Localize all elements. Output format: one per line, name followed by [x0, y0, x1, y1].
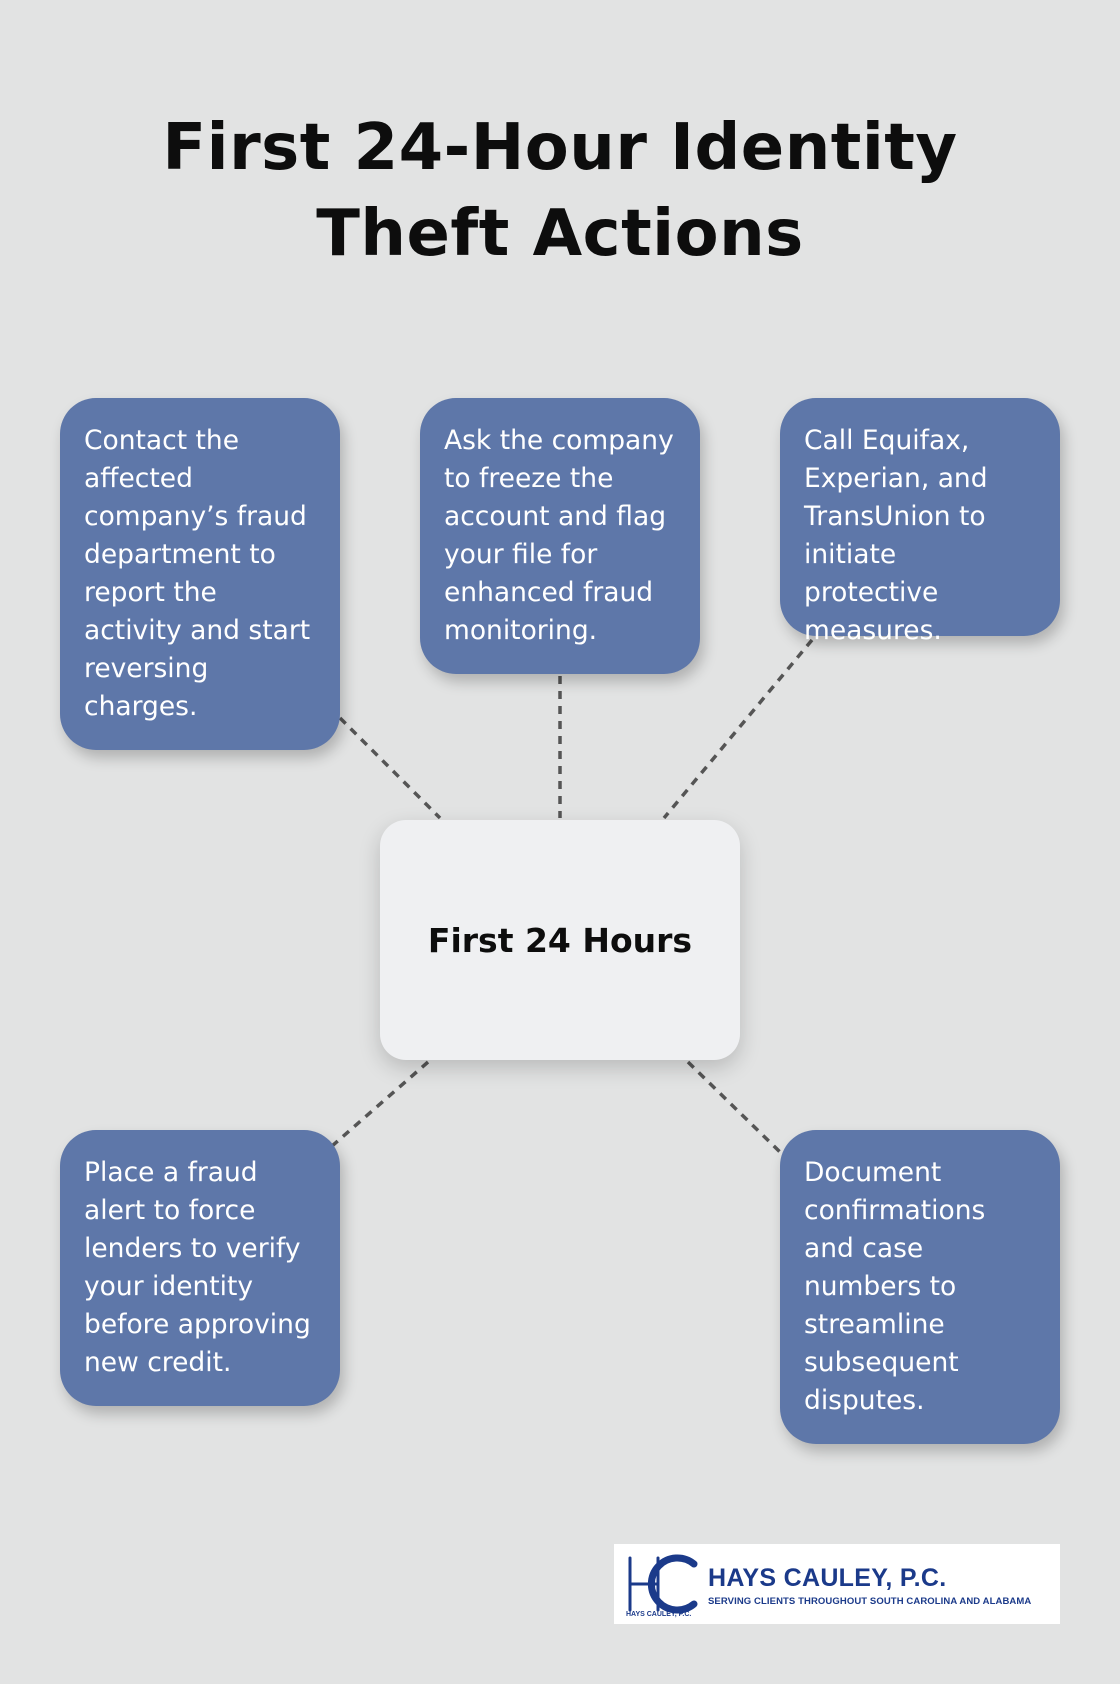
- logo-tagline: SERVING CLIENTS THROUGHOUT SOUTH CAROLIN…: [708, 1596, 1032, 1607]
- step-card-1: Contact the affected company’s fraud dep…: [60, 398, 340, 750]
- infographic-title: First 24-Hour Identity Theft Actions: [162, 111, 958, 271]
- step-card-2: Ask the company to freeze the account an…: [420, 398, 700, 674]
- step-text-5: Document confirmations and case numbers …: [804, 1157, 986, 1416]
- step-text-3: Call Equifax, Experian, and TransUnion t…: [804, 425, 988, 646]
- connector-step-5: [686, 1060, 784, 1156]
- step-card-4: Place a fraud alert to force lenders to …: [60, 1130, 340, 1406]
- logo-small-text: HAYS CAULEY, P.C.: [626, 1611, 692, 1618]
- center-node: First 24 Hours: [380, 820, 740, 1060]
- logo-company-name: HAYS CAULEY, P.C.: [708, 1564, 947, 1592]
- step-text-2: Ask the company to freeze the account an…: [444, 425, 674, 646]
- step-card-5: Document confirmations and case numbers …: [780, 1130, 1060, 1444]
- center-label: First 24 Hours: [427, 920, 693, 960]
- hc-monogram-icon: [628, 1554, 698, 1614]
- step-text-1: Contact the affected company’s fraud dep…: [84, 425, 311, 722]
- step-text-4: Place a fraud alert to force lenders to …: [84, 1157, 311, 1378]
- company-logo: HAYS CAULEY, P.C. HAYS CAULEY, P.C. SERV…: [614, 1544, 1060, 1624]
- connector-step-4: [330, 1060, 430, 1148]
- step-card-3: Call Equifax, Experian, and TransUnion t…: [780, 398, 1060, 646]
- connector-step-1: [338, 716, 442, 820]
- connector-step-3: [662, 638, 814, 820]
